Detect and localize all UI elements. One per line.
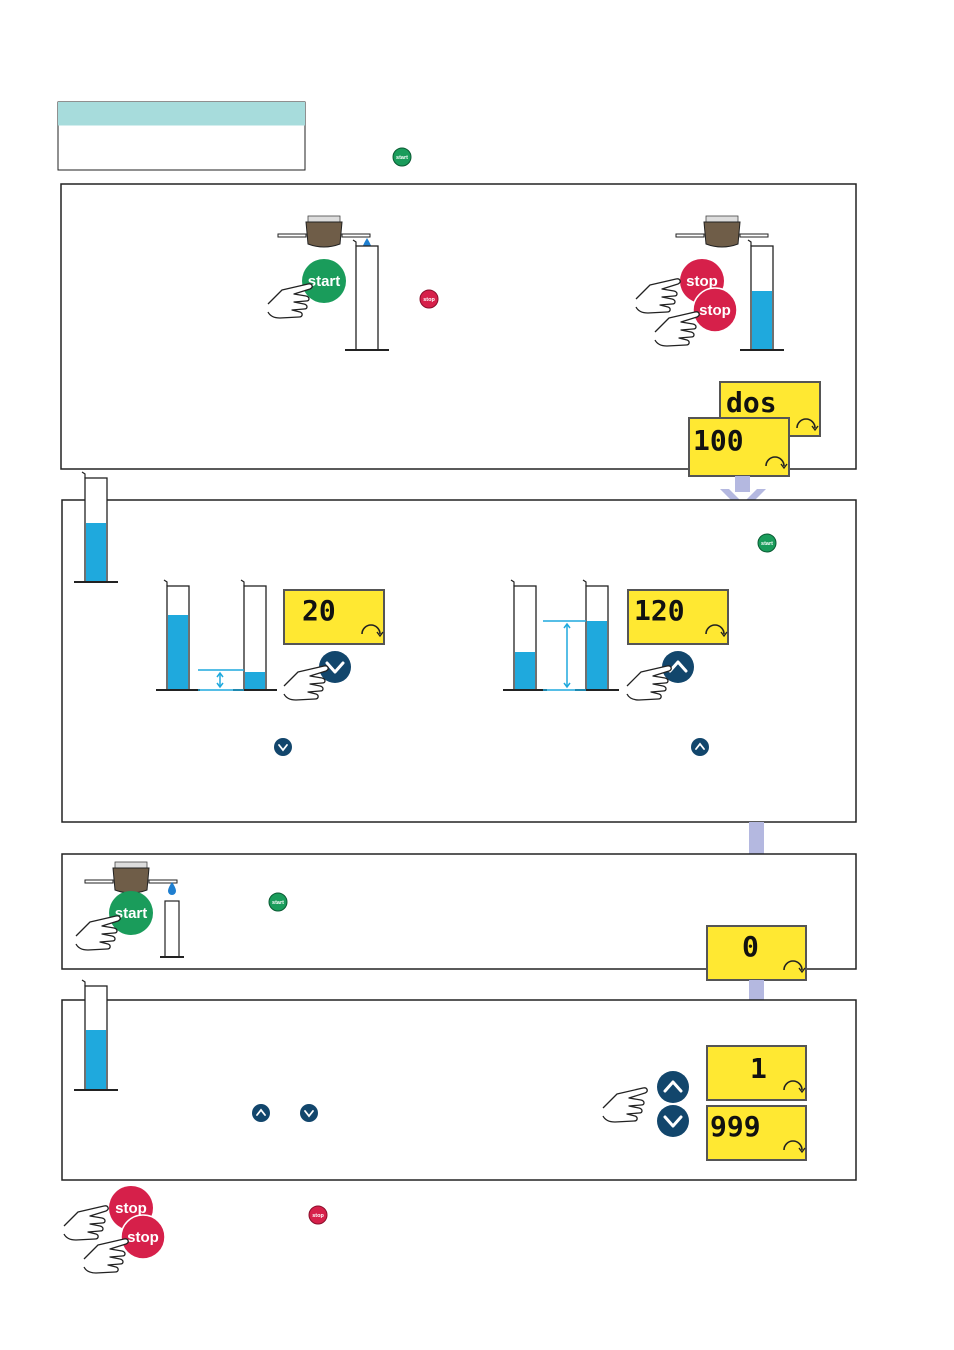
lcd-display-100: 100: [688, 417, 790, 477]
svg-text:1: 1: [750, 1052, 767, 1085]
down-button-icon: [300, 1104, 318, 1122]
svg-text:999: 999: [710, 1110, 761, 1143]
svg-text:stop: stop: [127, 1229, 159, 1246]
double-arrow-icon: [198, 669, 244, 691]
lcd-display-20: 20: [283, 589, 385, 645]
graduated-cylinder-icon: [574, 579, 620, 691]
svg-text:0: 0: [742, 930, 759, 963]
svg-text:20: 20: [302, 594, 336, 627]
svg-text:start: start: [761, 541, 773, 547]
flow-arrow: [720, 476, 766, 512]
svg-text:stop: stop: [686, 273, 718, 290]
lcd-display-0: 0: [706, 925, 807, 981]
graduated-cylinder-icon: [739, 239, 785, 351]
up-button: [657, 1071, 689, 1103]
lcd-display-120: 120: [627, 589, 729, 645]
svg-text:120: 120: [634, 594, 685, 627]
start-button-icon: start: [392, 147, 412, 167]
svg-text:start: start: [308, 273, 341, 290]
start-button-icon: start: [757, 533, 777, 553]
graduated-cylinder-icon: [502, 579, 548, 691]
graduated-cylinder-icon: [73, 979, 119, 1091]
graduated-cylinder-icon: [73, 471, 119, 583]
water-drop-icon: [168, 882, 176, 895]
svg-text:stop: stop: [312, 1213, 324, 1219]
graduated-cylinder-icon: [160, 900, 184, 958]
down-button-icon: [274, 738, 292, 756]
lcd-display-999: 999: [706, 1105, 807, 1161]
svg-text:stop: stop: [115, 1200, 147, 1217]
step-panel-2: [61, 499, 857, 823]
start-button: start: [302, 259, 346, 303]
down-button: [319, 651, 351, 683]
up-button-icon: [252, 1104, 270, 1122]
svg-text:stop: stop: [699, 302, 731, 319]
down-button: [657, 1105, 689, 1137]
stop-button: stop: [692, 287, 738, 333]
graduated-cylinder-icon: [232, 579, 278, 691]
svg-text:100: 100: [693, 424, 744, 457]
stop-button-icon: stop: [419, 289, 439, 309]
title-box: [57, 101, 306, 171]
stop-button-icon: stop: [308, 1205, 328, 1225]
start-button: start: [109, 891, 153, 935]
hand-pointer-icon: [63, 1205, 109, 1241]
graduated-cylinder-icon: [155, 579, 201, 691]
hand-pointer-icon: [83, 1238, 129, 1274]
start-button-icon: start: [268, 892, 288, 912]
stop-button: stop: [120, 1214, 166, 1260]
svg-text:stop: stop: [423, 297, 435, 303]
start-icon-label: start: [396, 155, 408, 161]
up-button-icon: [691, 738, 709, 756]
title-box-header: [58, 102, 305, 125]
double-arrow-icon: [543, 620, 586, 691]
svg-text:start: start: [272, 900, 284, 906]
up-button: [662, 651, 694, 683]
svg-text:dos: dos: [726, 386, 777, 419]
svg-text:start: start: [115, 905, 148, 922]
lcd-display-1: 1: [706, 1045, 807, 1101]
